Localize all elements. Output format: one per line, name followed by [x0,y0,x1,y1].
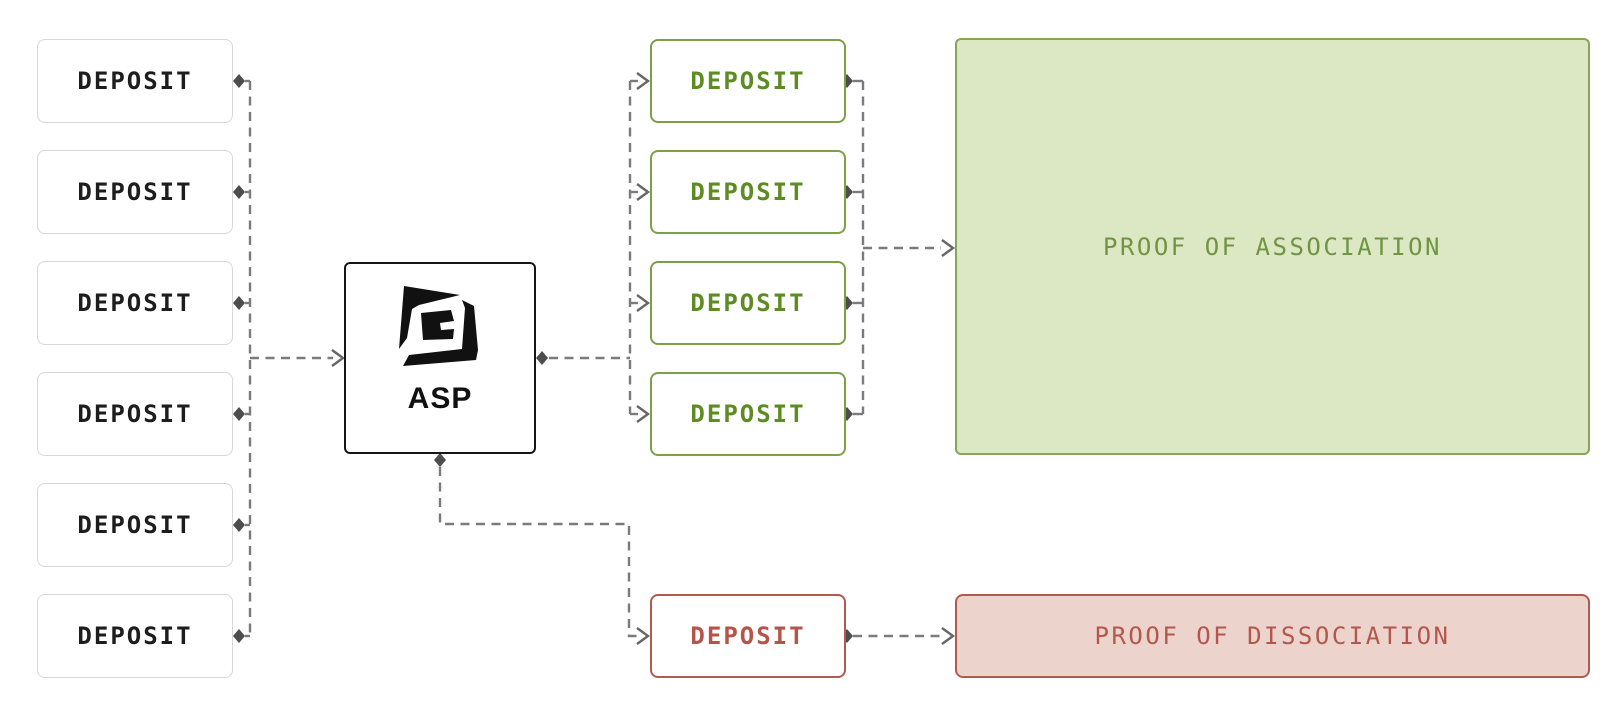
arrowheads [331,72,956,645]
deposit-label: DEPOSIT [690,622,806,650]
proof-of-association-label: PROOF OF ASSOCIATION [1103,232,1442,261]
deposit-label: DEPOSIT [77,622,193,650]
deposit-node-left-6: DEPOSIT [37,594,233,678]
deposit-label: DEPOSIT [77,67,193,95]
connector-stubs [245,79,863,638]
deposit-label: DEPOSIT [77,289,193,317]
deposit-node-included-4: DEPOSIT [650,372,846,456]
asp-logo-icon [399,286,478,366]
proof-of-dissociation-node: PROOF OF DISSOCIATION [955,594,1590,678]
deposit-node-included-1: DEPOSIT [650,39,846,123]
deposit-label: DEPOSIT [77,511,193,539]
deposit-node-included-2: DEPOSIT [650,150,846,234]
asp-label: ASP [407,382,473,415]
deposit-node-left-3: DEPOSIT [37,261,233,345]
deposit-label: DEPOSIT [690,178,806,206]
deposit-label: DEPOSIT [77,178,193,206]
deposit-label: DEPOSIT [690,67,806,95]
deposit-node-left-2: DEPOSIT [37,150,233,234]
deposit-node-left-5: DEPOSIT [37,483,233,567]
deposit-node-excluded: DEPOSIT [650,594,846,678]
dashed-connectors [248,81,941,638]
deposit-node-left-4: DEPOSIT [37,372,233,456]
deposit-label: DEPOSIT [77,400,193,428]
deposit-node-included-3: DEPOSIT [650,261,846,345]
deposit-label: DEPOSIT [690,400,806,428]
asp-node: ASP [344,262,536,454]
proof-of-association-node: PROOF OF ASSOCIATION [955,38,1590,455]
proof-of-dissociation-label: PROOF OF DISSOCIATION [1094,622,1451,650]
deposit-node-left-1: DEPOSIT [37,39,233,123]
deposit-label: DEPOSIT [690,289,806,317]
